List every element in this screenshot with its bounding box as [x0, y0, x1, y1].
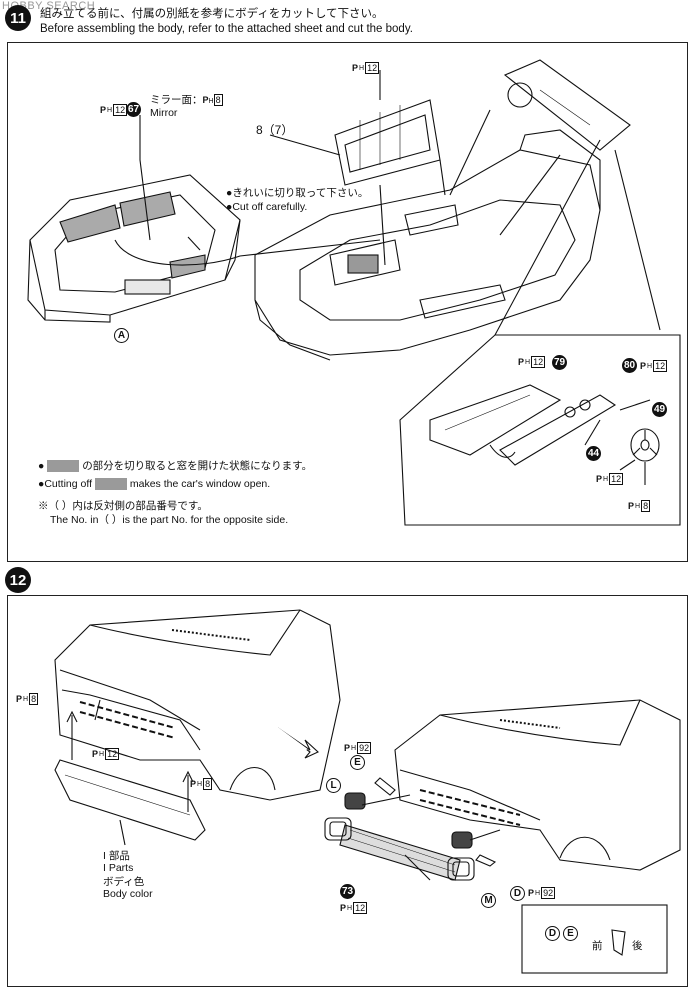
part-80-circle: 80 — [622, 358, 637, 373]
grey-swatch-jp — [47, 460, 80, 473]
step-11-panel — [7, 42, 688, 562]
tray-window-1 — [59, 204, 121, 243]
part-79-circle: 79 — [552, 355, 567, 370]
right-headlight-surround — [447, 857, 475, 881]
part-44-circle: 44 — [586, 446, 601, 461]
rear-tray-outline — [29, 174, 241, 316]
body-window-left — [329, 239, 401, 286]
step-11-instruction-jp: 組み立てる前に、付属の別紙を参考にボディをカットして下さい。 — [40, 8, 384, 20]
callout-e: E — [350, 755, 365, 770]
cut-carefully-jp: ●きれいに切り取って下さい。 — [226, 187, 369, 199]
tray-window-3 — [169, 254, 206, 279]
light-l — [344, 792, 366, 810]
dashboard — [503, 59, 631, 151]
legend-e: E — [563, 926, 578, 941]
part-number-note-en: The No. in（ ）is the part No. for the opp… — [50, 514, 289, 526]
grey-swatch-en — [94, 478, 127, 491]
part-number-note-jp: ※（ ）内は反対側の部品番号です。 — [38, 500, 208, 512]
window-note-jp: ● の部分を切り取ると窓を開けた状態になります。 — [38, 460, 313, 473]
i-parts-jp: I 部品 — [103, 850, 130, 862]
callout-l: L — [326, 778, 341, 793]
callout-m: M — [481, 893, 496, 908]
window-note-en: ●Cutting off makes the car's window open… — [38, 478, 271, 491]
body-shell-outline — [254, 149, 601, 356]
body-window-cut — [347, 254, 379, 274]
rear-tray-plate — [124, 279, 171, 295]
tray-window-2 — [119, 191, 176, 227]
left-bumper — [54, 759, 206, 841]
inset-box — [399, 334, 681, 526]
part-80-shape — [499, 394, 617, 466]
body-color-en: Body color — [103, 888, 153, 900]
mirror-en: Mirror — [150, 107, 178, 119]
left-headlight-surround — [324, 817, 352, 841]
step-12-number: 12 — [5, 567, 31, 593]
right-car-body — [394, 699, 681, 871]
part-49-circle: 49 — [652, 402, 667, 417]
legend-d: D — [545, 926, 560, 941]
body-color-jp: ボディ色 — [103, 876, 145, 888]
callout-a: A — [114, 328, 129, 343]
callout-d: D — [510, 886, 525, 901]
legend-front: 前 — [592, 940, 603, 952]
grille — [339, 824, 461, 881]
body-shell-inner — [299, 199, 576, 321]
legend-box — [521, 904, 668, 974]
legend-rear: 後 — [632, 940, 643, 952]
part-67-circle: 67 — [126, 102, 141, 117]
cut-carefully-en: ●Cut off carefully. — [226, 201, 308, 213]
legend-part-shape — [611, 929, 626, 956]
step-11-instruction-en: Before assembling the body, refer to the… — [40, 23, 413, 35]
part-pair-label: 8（7） — [256, 123, 294, 137]
part-79-shape — [429, 384, 562, 456]
steering-wheel — [630, 428, 660, 462]
i-parts-en: I Parts — [103, 862, 134, 874]
part-73-circle: 73 — [340, 884, 355, 899]
left-car-body — [54, 609, 341, 801]
light-m — [451, 831, 473, 849]
step-11-number: 11 — [5, 5, 31, 31]
